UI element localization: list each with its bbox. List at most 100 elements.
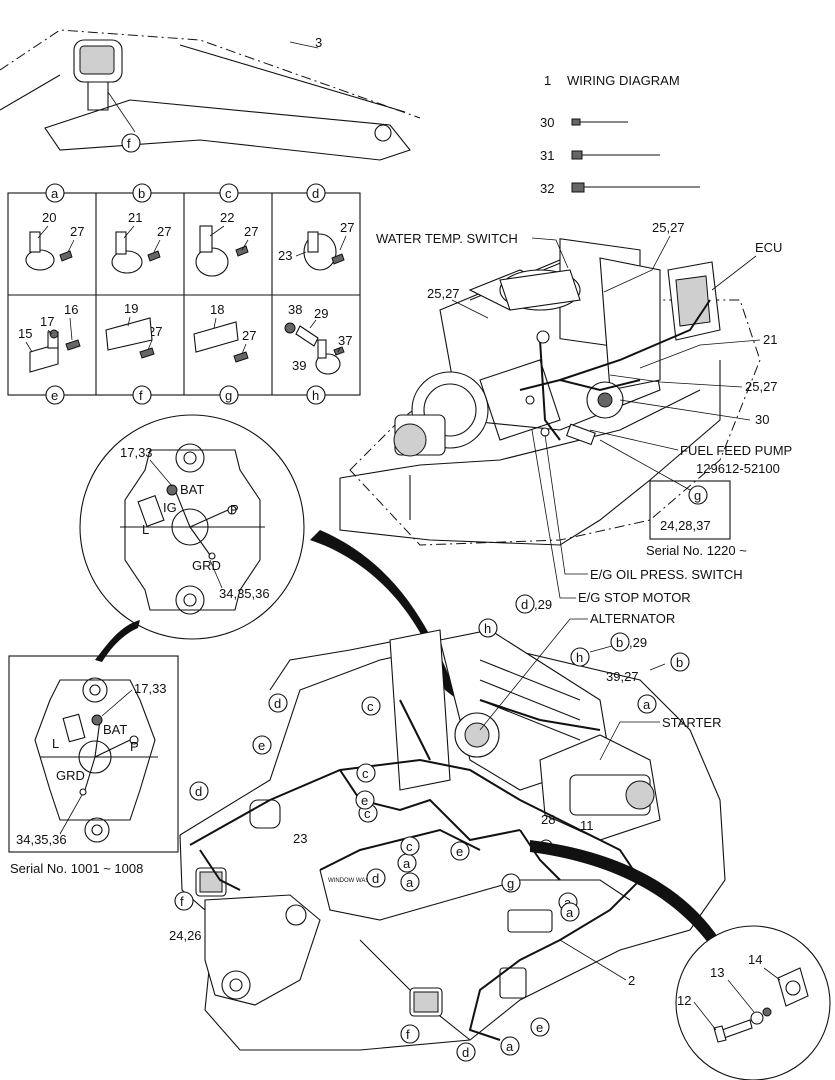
svg-text:a: a [566, 905, 574, 920]
svg-text:11: 11 [580, 818, 594, 833]
svg-text:34,35,36: 34,35,36 [16, 832, 67, 847]
svg-text:25,27: 25,27 [652, 220, 685, 235]
svg-text:17,33: 17,33 [120, 445, 153, 460]
svg-text:d: d [521, 597, 528, 612]
svg-text:27: 27 [340, 220, 354, 235]
svg-text:23: 23 [293, 831, 307, 846]
svg-text:IG: IG [163, 500, 177, 515]
svg-text:25,27: 25,27 [745, 379, 778, 394]
engine-labels: WATER TEMP. SWITCH 25,27 ECU 25,27 21 25… [376, 220, 792, 605]
svg-text:BAT: BAT [180, 482, 204, 497]
svg-text:17,33: 17,33 [134, 681, 167, 696]
svg-text:12: 12 [677, 993, 691, 1008]
callout-f: f [400, 1024, 420, 1044]
svg-text:a: a [406, 875, 414, 890]
svg-text:14: 14 [748, 952, 762, 967]
svg-text:38: 38 [288, 302, 302, 317]
svg-text:1: 1 [544, 73, 551, 88]
svg-text:a: a [506, 1039, 514, 1054]
svg-text:c: c [364, 806, 371, 821]
svg-text:27: 27 [244, 224, 258, 239]
svg-text:L: L [52, 736, 59, 751]
svg-text:P: P [230, 502, 239, 517]
svg-text:d: d [372, 871, 379, 886]
svg-text:39: 39 [292, 358, 306, 373]
svg-text:39,27: 39,27 [606, 669, 639, 684]
callout-e: e [450, 841, 470, 861]
svg-text:18: 18 [210, 302, 224, 317]
svg-text:E/G OIL PRESS. SWITCH: E/G OIL PRESS. SWITCH [590, 567, 743, 582]
legend: 1 WIRING DIAGRAM 30 31 32 [540, 73, 700, 196]
svg-text:GRD: GRD [56, 768, 85, 783]
svg-text:h: h [484, 621, 491, 636]
svg-text:34,35,36: 34,35,36 [219, 586, 270, 601]
svg-text:e: e [51, 388, 58, 403]
svg-text:e: e [258, 738, 265, 753]
svg-text:g: g [507, 876, 514, 891]
callout-d: d [189, 781, 209, 801]
callout-h: h [570, 647, 590, 667]
svg-text:c: c [225, 186, 232, 201]
svg-text:15: 15 [18, 326, 32, 341]
callout-a: a [560, 902, 580, 922]
callout-d: d [268, 693, 288, 713]
svg-text:27: 27 [242, 328, 256, 343]
svg-text:ALTERNATOR: ALTERNATOR [590, 611, 675, 626]
svg-text:STARTER: STARTER [662, 715, 721, 730]
callout-g: g [501, 873, 521, 893]
svg-text:f: f [139, 388, 143, 403]
svg-text:WIRING DIAGRAM: WIRING DIAGRAM [567, 73, 680, 88]
callout-3: 3 [315, 35, 322, 50]
svg-text:,29: ,29 [629, 635, 647, 650]
svg-text:Serial No. 1220 ~: Serial No. 1220 ~ [646, 543, 747, 558]
svg-text:c: c [367, 699, 374, 714]
svg-text:24,26: 24,26 [169, 928, 202, 943]
alternator-detail-small: 17,33 BAT L P GRD 34,35,36 Serial No. 10… [8, 620, 179, 876]
svg-text:25,27: 25,27 [427, 286, 460, 301]
svg-text:f: f [127, 136, 131, 151]
svg-text:19: 19 [124, 301, 138, 316]
svg-text:Serial No. 1001 ~ 1008: Serial No. 1001 ~ 1008 [10, 861, 143, 876]
svg-text:ECU: ECU [755, 240, 782, 255]
parts-grid: a b c d e f g h 20 27 21 27 22 27 23 27 [7, 183, 361, 405]
svg-text:d: d [462, 1045, 469, 1060]
callout-a: a [637, 694, 657, 714]
svg-text:17: 17 [40, 314, 54, 329]
callout-d: d [366, 868, 386, 888]
callout-e: e [355, 790, 375, 810]
svg-text:3: 3 [315, 35, 322, 50]
svg-text:FUEL FEED PUMP: FUEL FEED PUMP [680, 443, 792, 458]
svg-text:b: b [138, 186, 145, 201]
callout-d: d [456, 1042, 476, 1062]
callout-c: c [356, 763, 376, 783]
svg-text:WATER TEMP. SWITCH: WATER TEMP. SWITCH [376, 231, 518, 246]
svg-text:30: 30 [755, 412, 769, 427]
svg-text:23: 23 [278, 248, 292, 263]
svg-text:16: 16 [64, 302, 78, 317]
svg-text:f: f [406, 1027, 410, 1042]
svg-text:d: d [312, 186, 319, 201]
engine-view [339, 238, 761, 546]
callout-h: h [478, 618, 498, 638]
svg-text:13: 13 [710, 965, 724, 980]
alternator-detail-large: 17,33 BAT IG P L GRD 34,35,36 [79, 414, 458, 700]
svg-text:WINDOW WASHER: WINDOW WASHER [328, 878, 383, 884]
callout-e: e [252, 735, 272, 755]
callout-f: f [174, 891, 194, 911]
svg-text:b: b [676, 655, 683, 670]
callout-a: a [397, 853, 417, 873]
machine-labels: d ,29 ALTERNATOR b ,29 39,27 b STARTER 2… [169, 594, 721, 1062]
svg-text:GRD: GRD [192, 558, 221, 573]
callout-c: c [400, 836, 420, 856]
machine-frame [179, 629, 726, 1051]
svg-text:c: c [406, 839, 413, 854]
svg-text:g: g [694, 488, 701, 503]
svg-text:,29: ,29 [534, 597, 552, 612]
svg-text:21: 21 [128, 210, 142, 225]
svg-text:e: e [536, 1020, 543, 1035]
svg-text:L: L [142, 522, 149, 537]
svg-text:21: 21 [763, 332, 777, 347]
svg-text:2: 2 [628, 973, 635, 988]
callout-f-top: f [121, 133, 141, 153]
